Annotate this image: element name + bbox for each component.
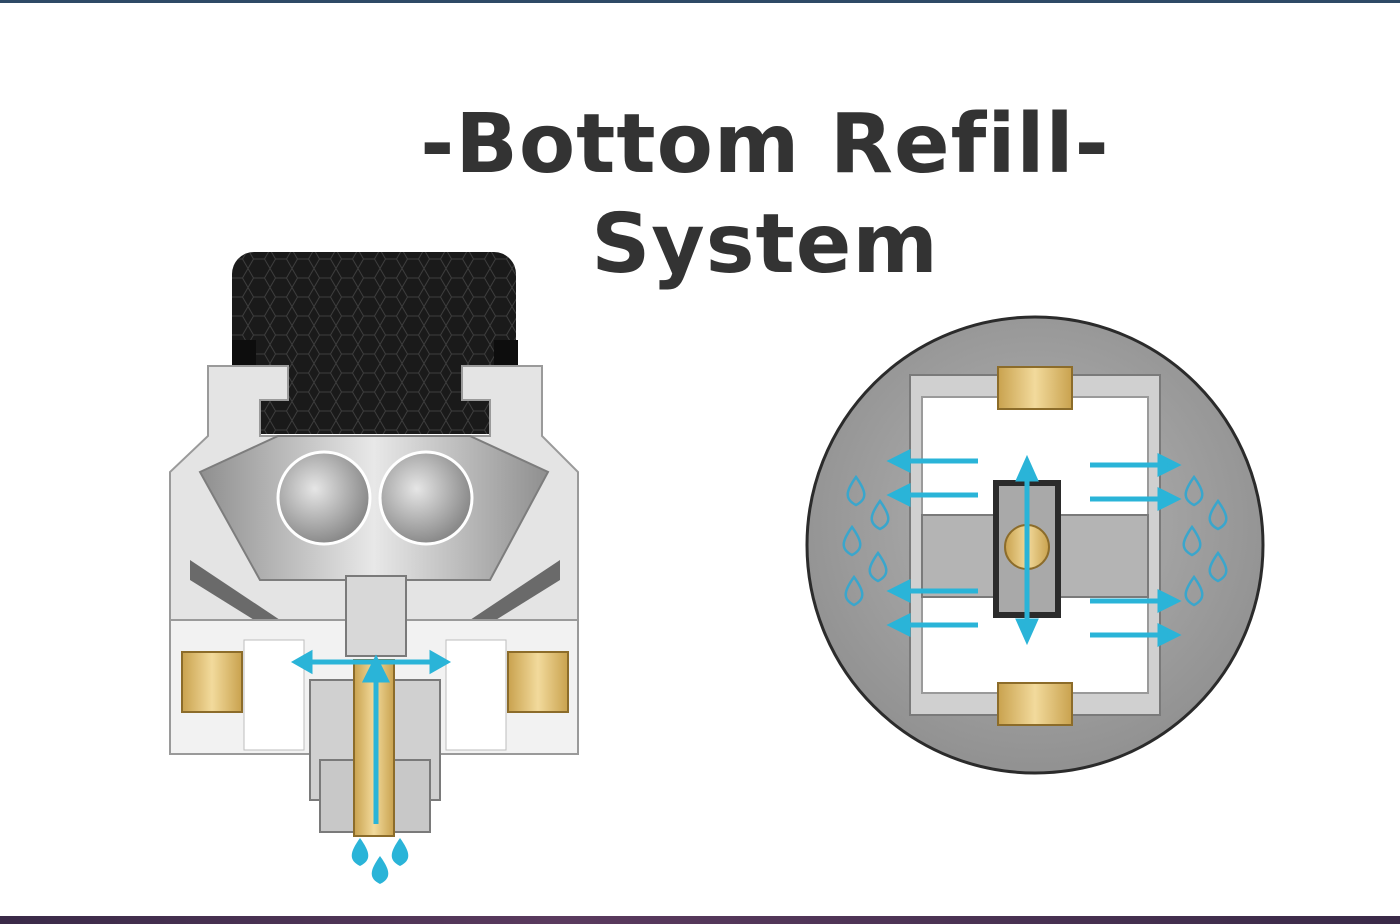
brass-screw-bottom [997, 682, 1073, 726]
title-line-1: -Bottom Refill- [420, 96, 1110, 192]
chamber-cone [198, 435, 550, 581]
atomizer-deck-top-illustration [800, 315, 1270, 775]
title-line-2: System [591, 196, 939, 292]
airflow-bulb-left [276, 450, 372, 546]
airflow-bulb-right [378, 450, 474, 546]
atomizer-cutaway-illustration [160, 240, 590, 900]
brass-post-right [507, 651, 569, 713]
page-title: -Bottom Refill- System [380, 95, 1150, 295]
juice-flow-arrows-top [886, 448, 1182, 648]
juice-drops-top-icon [842, 474, 1228, 607]
brass-post-left [181, 651, 243, 713]
top-divider [0, 0, 1400, 3]
atomizer-deck-top-icon [805, 315, 1265, 775]
bottom-divider [0, 916, 1400, 924]
atomizer-cutaway-icon [169, 252, 579, 884]
brass-screw-top [997, 366, 1073, 410]
juice-flow-arrows [290, 649, 452, 824]
juice-drops-icon [351, 838, 409, 884]
